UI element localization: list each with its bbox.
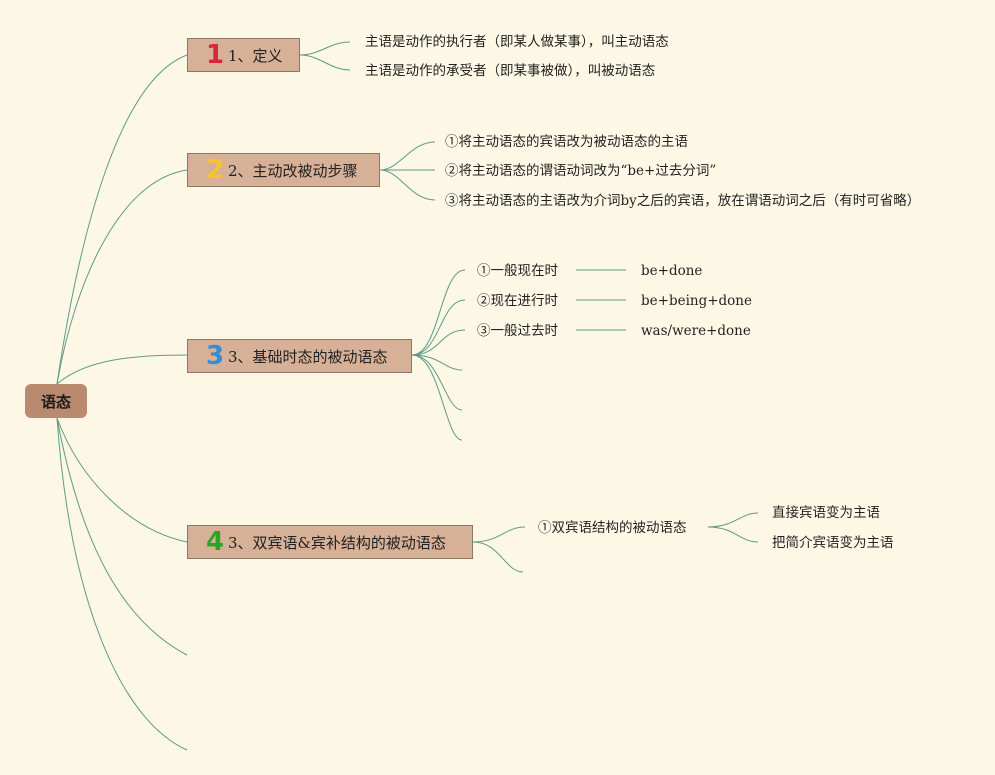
leaf-present-continuous[interactable]: ②现在进行时 <box>477 293 558 309</box>
leaf-indirect-object-subject[interactable]: 把简介宾语变为主语 <box>772 535 894 551</box>
leaf-simple-past[interactable]: ③一般过去时 <box>477 323 558 339</box>
leaf-step-1[interactable]: ①将主动语态的宾语改为被动语态的主语 <box>445 134 688 150</box>
topic-label: 1、定义 <box>228 46 283 65</box>
leaf-direct-object-subject[interactable]: 直接宾语变为主语 <box>772 505 880 521</box>
topic-label: 3、双宾语&宾补结构的被动语态 <box>228 533 446 552</box>
leaf-active-voice[interactable]: 主语是动作的执行者（即某人做某事），叫主动语态 <box>365 34 669 50</box>
root-topic[interactable]: 语态 <box>25 384 87 418</box>
number-3-icon: 3 <box>206 341 225 371</box>
topic-basic-tenses[interactable]: 3 3、基础时态的被动语态 <box>187 339 412 373</box>
topic-conversion-steps[interactable]: 2 2、主动改被动步骤 <box>187 153 380 187</box>
leaf-passive-voice[interactable]: 主语是动作的承受者（即某事被做），叫被动语态 <box>365 63 656 79</box>
leaf-present-continuous-form[interactable]: be+being+done <box>641 293 752 309</box>
topic-definition[interactable]: 1 1、定义 <box>187 38 300 72</box>
number-2-icon: 2 <box>206 155 225 185</box>
number-4-icon: 4 <box>206 527 225 557</box>
topic-label: 2、主动改被动步骤 <box>228 161 358 180</box>
leaf-double-object-passive[interactable]: ①双宾语结构的被动语态 <box>538 520 687 536</box>
leaf-simple-present[interactable]: ①一般现在时 <box>477 263 558 279</box>
topic-label: 3、基础时态的被动语态 <box>228 347 388 366</box>
leaf-step-2[interactable]: ②将主动语态的谓语动词改为“be+过去分词” <box>445 163 717 179</box>
leaf-simple-past-form[interactable]: was/were+done <box>641 323 751 339</box>
leaf-simple-present-form[interactable]: be+done <box>641 263 703 279</box>
root-label: 语态 <box>40 392 71 411</box>
topic-double-object[interactable]: 4 3、双宾语&宾补结构的被动语态 <box>187 525 473 559</box>
number-1-icon: 1 <box>206 40 225 70</box>
leaf-step-3[interactable]: ③将主动语态的主语改为介词by之后的宾语，放在谓语动词之后（有时可省略） <box>445 193 921 209</box>
